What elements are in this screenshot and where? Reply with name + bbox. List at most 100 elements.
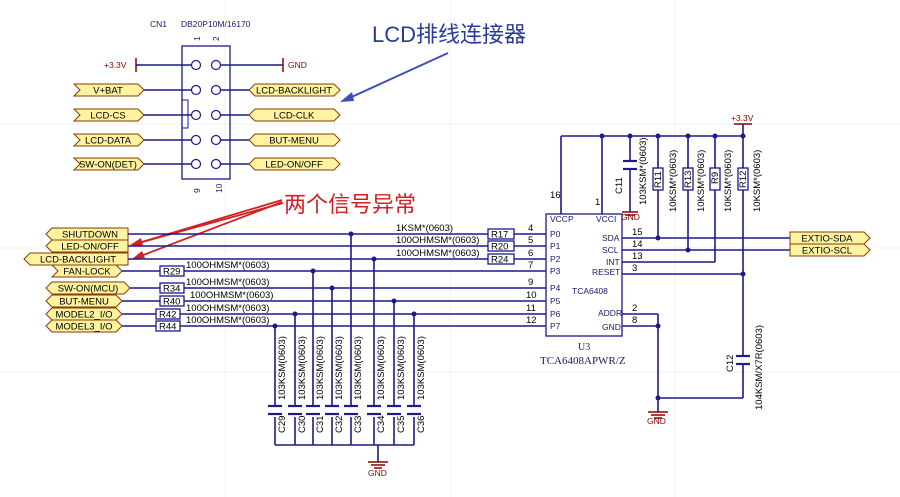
r12-value: 10KSM*(0603) (752, 150, 763, 212)
port-lcd-clk: LCD-CLK (274, 111, 315, 122)
c30-value: 103KSM(0603) (297, 336, 308, 400)
pin-16-num: 16 (550, 190, 561, 201)
connector-right-ports: LCD-BACKLIGHT LCD-CLK BUT-MENU LED-ON/OF… (248, 83, 341, 171)
chip-part: TCA6408APWR/Z (540, 355, 626, 367)
port-lcd-data: LCD-DATA (85, 136, 132, 147)
r9-ref: R9 (710, 172, 721, 184)
pin-gnd: GND (602, 322, 621, 332)
c11-ref: C11 (614, 177, 625, 194)
c11-gnd-label: GND (621, 212, 640, 222)
pin-p0-name: P0 (550, 229, 561, 239)
r44-ref: R44 (159, 322, 176, 333)
r44-value: 100OHMSM*(0603) (186, 315, 269, 326)
pin-p0-num: 4 (528, 223, 533, 234)
pin-9-label: 9 (192, 188, 202, 193)
pin-2-num: 2 (632, 303, 637, 314)
pin-p4-name: P4 (550, 283, 561, 293)
r17-value: 1KSM*(0603) (396, 223, 453, 234)
port-but-menu: BUT-MENU (269, 136, 319, 147)
pin-vcci: VCCI (596, 214, 616, 224)
chip-u3: U3 TCA6408APWR/Z TCA6408 16 1 VCCP VCCI … (526, 136, 790, 412)
connector-part: DB20P10M/16170 (181, 19, 251, 29)
chip-inner-name: TCA6408 (572, 286, 608, 296)
pin-1-label: 1 (192, 36, 202, 41)
caps-gnd-label: GND (368, 468, 387, 478)
c32-ref: C32 (334, 416, 345, 433)
pin-vccp: VCCP (550, 214, 574, 224)
port-model2-io: MODEL2_I/O (55, 310, 112, 321)
r34-ref: R34 (163, 284, 180, 295)
r13-value: 10KSM*(0603) (696, 150, 707, 212)
r42-ref: R42 (159, 310, 176, 321)
pin-p7-name: P7 (550, 321, 561, 331)
caps-gnd-icon (368, 461, 388, 469)
arrow-to-connector (340, 52, 449, 102)
pin-int: INT (606, 257, 620, 267)
connector-power-label: +3.3V (104, 60, 127, 70)
r34-value: 100OHMSM*(0603) (186, 277, 269, 288)
port-extio-scl: EXTIO-SCL (802, 246, 852, 257)
c11-gnd-icon (622, 211, 638, 216)
r20-ref: R20 (491, 242, 508, 253)
chip-left-pins: 4 P0 5 P1 6 P2 7 P3 9 P4 10 P5 11 P6 12 … (526, 223, 561, 331)
connector-key (182, 99, 189, 129)
signal-wires (122, 233, 546, 327)
r24-ref: R24 (491, 255, 508, 266)
chip-gnd-label: GND (647, 416, 666, 426)
annotation-abnormal-signals: 两个信号异常 (284, 192, 416, 217)
connector-cn1: CN1 DB20P10M/16170 1 2 9 10 +3.3V GND (72, 19, 341, 193)
port-vbat: V+BAT (93, 86, 123, 97)
pin-p3-num: 7 (528, 260, 533, 271)
r11-ref: R11 (653, 171, 664, 188)
pin-13-num: 13 (632, 251, 643, 262)
series-resistors: R17 1KSM*(0603) R20 100OHMSM*(0603) R24 … (155, 223, 515, 333)
c29-value: 103KSM(0603) (277, 336, 288, 400)
chip-right-pins: 15 SDA 14 SCL 13 INT 3 RESET 2 ADDR 8 GN… (592, 227, 643, 332)
pin-2-label: 2 (211, 36, 221, 41)
c11-value: 103KSM*(0603) (638, 137, 649, 205)
r29-value: 100OHMSM*(0603) (186, 260, 269, 271)
pin-reset: RESET (592, 267, 620, 277)
c34-ref: C34 (376, 416, 387, 433)
chip-gnd-icon (648, 411, 668, 419)
r40-ref: R40 (163, 297, 180, 308)
c31-ref: C31 (315, 416, 326, 433)
connector-designator: CN1 (150, 19, 167, 29)
c36-ref: C36 (416, 416, 427, 433)
pin-8-num: 8 (632, 315, 637, 326)
c12-ref: C12 (725, 355, 736, 372)
port-fan-lock: FAN-LOCK (63, 267, 111, 278)
arrows-abnormal (130, 199, 284, 259)
r29-ref: R29 (163, 267, 180, 278)
c32-value: 103KSM(0603) (334, 336, 345, 400)
pin-p7-num: 12 (526, 315, 537, 326)
c30-ref: C30 (297, 416, 308, 433)
pin-p6-num: 11 (526, 303, 536, 314)
pin-sda: SDA (602, 233, 620, 243)
r12-ref: R12 (738, 171, 749, 188)
pin-p6-name: P6 (550, 309, 561, 319)
connector-body (181, 45, 231, 180)
power-rail-label: +3.3V (731, 113, 754, 123)
port-lcd-backlight-2: LCD-BACKLIGHT (40, 255, 116, 266)
pin-p3-name: P3 (550, 266, 561, 276)
pin-14-num: 14 (632, 239, 643, 250)
r9-value: 10KSM*(0603) (723, 150, 734, 212)
pin-p2-num: 6 (528, 248, 533, 259)
pin-15-num: 15 (632, 227, 643, 238)
chip-designator: U3 (578, 342, 590, 353)
r42-value: 100OHMSM*(0603) (186, 303, 269, 314)
port-lcd-cs: LCD-CS (90, 111, 125, 122)
port-lcd-backlight: LCD-BACKLIGHT (256, 86, 332, 97)
pin-p2-name: P2 (550, 254, 561, 264)
r11-value: 10KSM*(0603) (668, 150, 679, 212)
port-model3-io: MODEL3_I/O (55, 322, 112, 333)
right-ports: EXTIO-SDA EXTIO-SCL (789, 231, 871, 257)
connector-left-ports: V+BAT LCD-CS LCD-DATA SW-ON(DET) (72, 83, 145, 171)
pin-p1-num: 5 (528, 235, 533, 246)
r40-value: 100OHMSM*(0603) (190, 290, 273, 301)
r24-value: 100OHMSM*(0603) (396, 248, 479, 259)
c35-value: 103KSM(0603) (396, 336, 407, 400)
pin-p5-num: 10 (526, 290, 537, 301)
